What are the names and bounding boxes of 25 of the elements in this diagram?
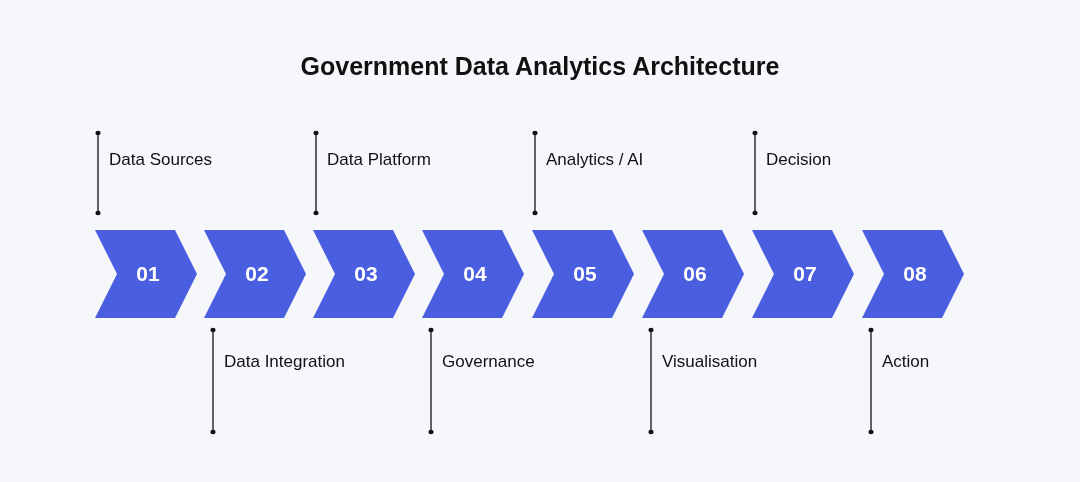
chevron-step (95, 230, 197, 318)
chevron-step (313, 230, 415, 318)
step-number: 05 (573, 261, 597, 288)
step-number: 04 (463, 261, 487, 288)
step-label: Decision (766, 149, 832, 171)
step-label: Governance (442, 351, 535, 373)
chevron-step (422, 230, 524, 318)
step-label: Visualisation (662, 351, 758, 373)
step-label: Action (882, 351, 930, 373)
title: Government Data Analytics Architecture (299, 51, 781, 82)
step-number: 08 (903, 261, 927, 288)
chevron-step (204, 230, 306, 318)
chevron-step (642, 230, 744, 318)
step-number: 02 (245, 261, 269, 288)
step-label: Analytics / AI (546, 149, 644, 171)
chevron-step (862, 230, 964, 318)
step-number: 03 (354, 261, 378, 288)
step-number: 01 (136, 261, 160, 288)
step-label: Data Platform (327, 149, 431, 171)
chevron-step (532, 230, 634, 318)
step-number: 07 (793, 261, 817, 288)
chevron-step (752, 230, 854, 318)
step-label: Data Integration (224, 351, 345, 373)
step-number: 06 (683, 261, 707, 288)
step-label: Data Sources (109, 149, 212, 171)
